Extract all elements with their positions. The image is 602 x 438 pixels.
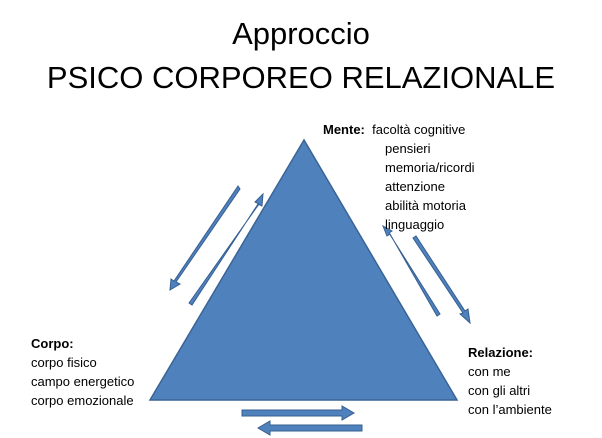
arrow-relazione-to-mente xyxy=(382,224,441,317)
mente-items-list: pensieri memoria/ricordi attenzione abil… xyxy=(385,139,475,234)
corpo-item: campo energetico xyxy=(31,374,135,389)
mente-item: abilità motoria xyxy=(385,198,466,213)
corpo-label-block: Corpo: corpo fisico campo energetico cor… xyxy=(31,334,134,410)
mente-item: linguaggio xyxy=(385,217,445,232)
mente-item: attenzione xyxy=(385,179,445,194)
mente-item: pensieri xyxy=(385,141,431,156)
mind-body-relation-triangle xyxy=(148,138,459,401)
mente-heading: Mente: xyxy=(323,122,365,137)
relazione-item: con me xyxy=(468,364,511,379)
arrow-mente-to-relazione xyxy=(412,235,471,325)
corpo-item: corpo fisico xyxy=(31,355,97,370)
page-title-line-2: PSICO CORPOREO RELAZIONALE xyxy=(46,60,556,95)
relazione-heading: Relazione: xyxy=(468,345,534,360)
page-title-line-1: Approccio xyxy=(232,16,370,51)
arrow-corpo-to-mente xyxy=(188,192,264,306)
corpo-item: corpo emozionale xyxy=(31,393,134,408)
corpo-heading: Corpo: xyxy=(31,336,74,351)
arrow-relazione-to-corpo xyxy=(257,420,363,436)
arrow-corpo-to-relazione xyxy=(241,405,355,421)
mente-heading-line: Mente: facoltà cognitive xyxy=(323,120,465,139)
mente-item: memoria/ricordi xyxy=(385,160,475,175)
arrow-mente-to-corpo xyxy=(169,185,241,291)
relazione-item: con gli altri xyxy=(468,383,531,398)
mente-first-item: facoltà cognitive xyxy=(372,122,466,137)
relazione-label-block: Relazione: con me con gli altri con l’am… xyxy=(468,343,552,419)
relazione-item: con l’ambiente xyxy=(468,402,552,417)
